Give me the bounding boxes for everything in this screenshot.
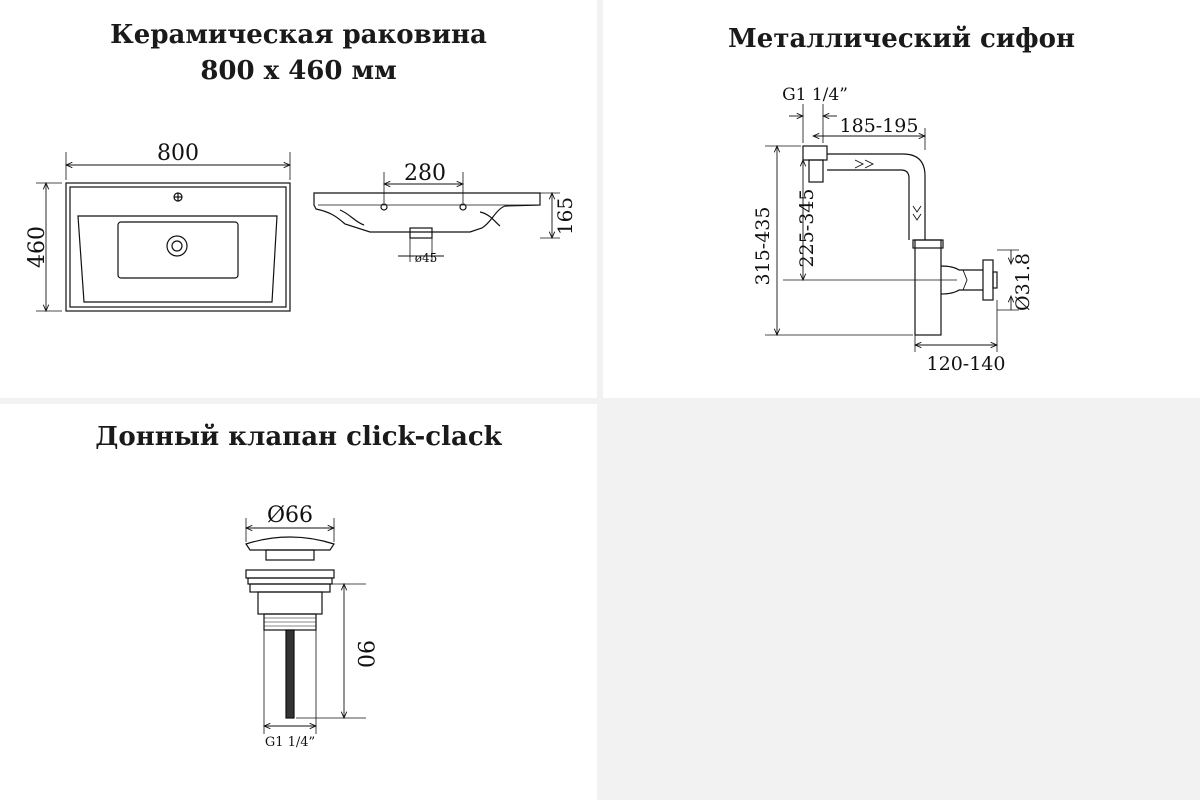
sink-title-line1: Керамическая раковина [110,20,487,50]
siphon-body [765,104,1019,352]
siphon-total-height-label: 315-435 [752,207,774,286]
valve-panel: Донный клапан click-clack [0,404,597,800]
siphon-panel: Металлический сифон [603,0,1200,398]
siphon-height-label: 225-345 [796,189,818,268]
valve-length-label: 90 [352,640,377,668]
sink-depth-label: 460 [25,226,50,268]
sink-side-view [313,172,560,262]
sink-drain-label: ø45 [415,251,438,265]
siphon-drawing: G1 1/4” 185-195 315-435 225-345 Ø31.8 12… [752,85,1034,375]
sink-drawing: 800 460 280 165 [25,141,577,398]
sink-title-line2: 800 х 460 мм [200,56,397,86]
siphon-outlet-label: Ø31.8 [1012,253,1034,311]
sink-top-view [36,152,290,311]
siphon-thread-label: G1 1/4” [782,85,848,105]
siphon-title: Металлический сифон [728,24,1075,54]
sink-width-label: 800 [157,141,199,166]
sink-panel: Керамическая раковина 800 х 460 мм [0,0,597,398]
siphon-length-label: 120-140 [927,353,1006,375]
valve-body [245,518,366,734]
valve-cap-dia-label: Ø66 [267,503,313,528]
valve-drawing: Ø66 90 G1 1/4” [245,503,377,750]
sink-height-label: 165 [553,197,577,235]
sink-bowl-label: 280 [404,161,446,186]
empty-panel [603,404,1200,800]
siphon-reach-label: 185-195 [840,115,919,137]
valve-thread-label: G1 1/4” [265,735,315,750]
valve-title: Донный клапан click-clack [95,422,502,452]
